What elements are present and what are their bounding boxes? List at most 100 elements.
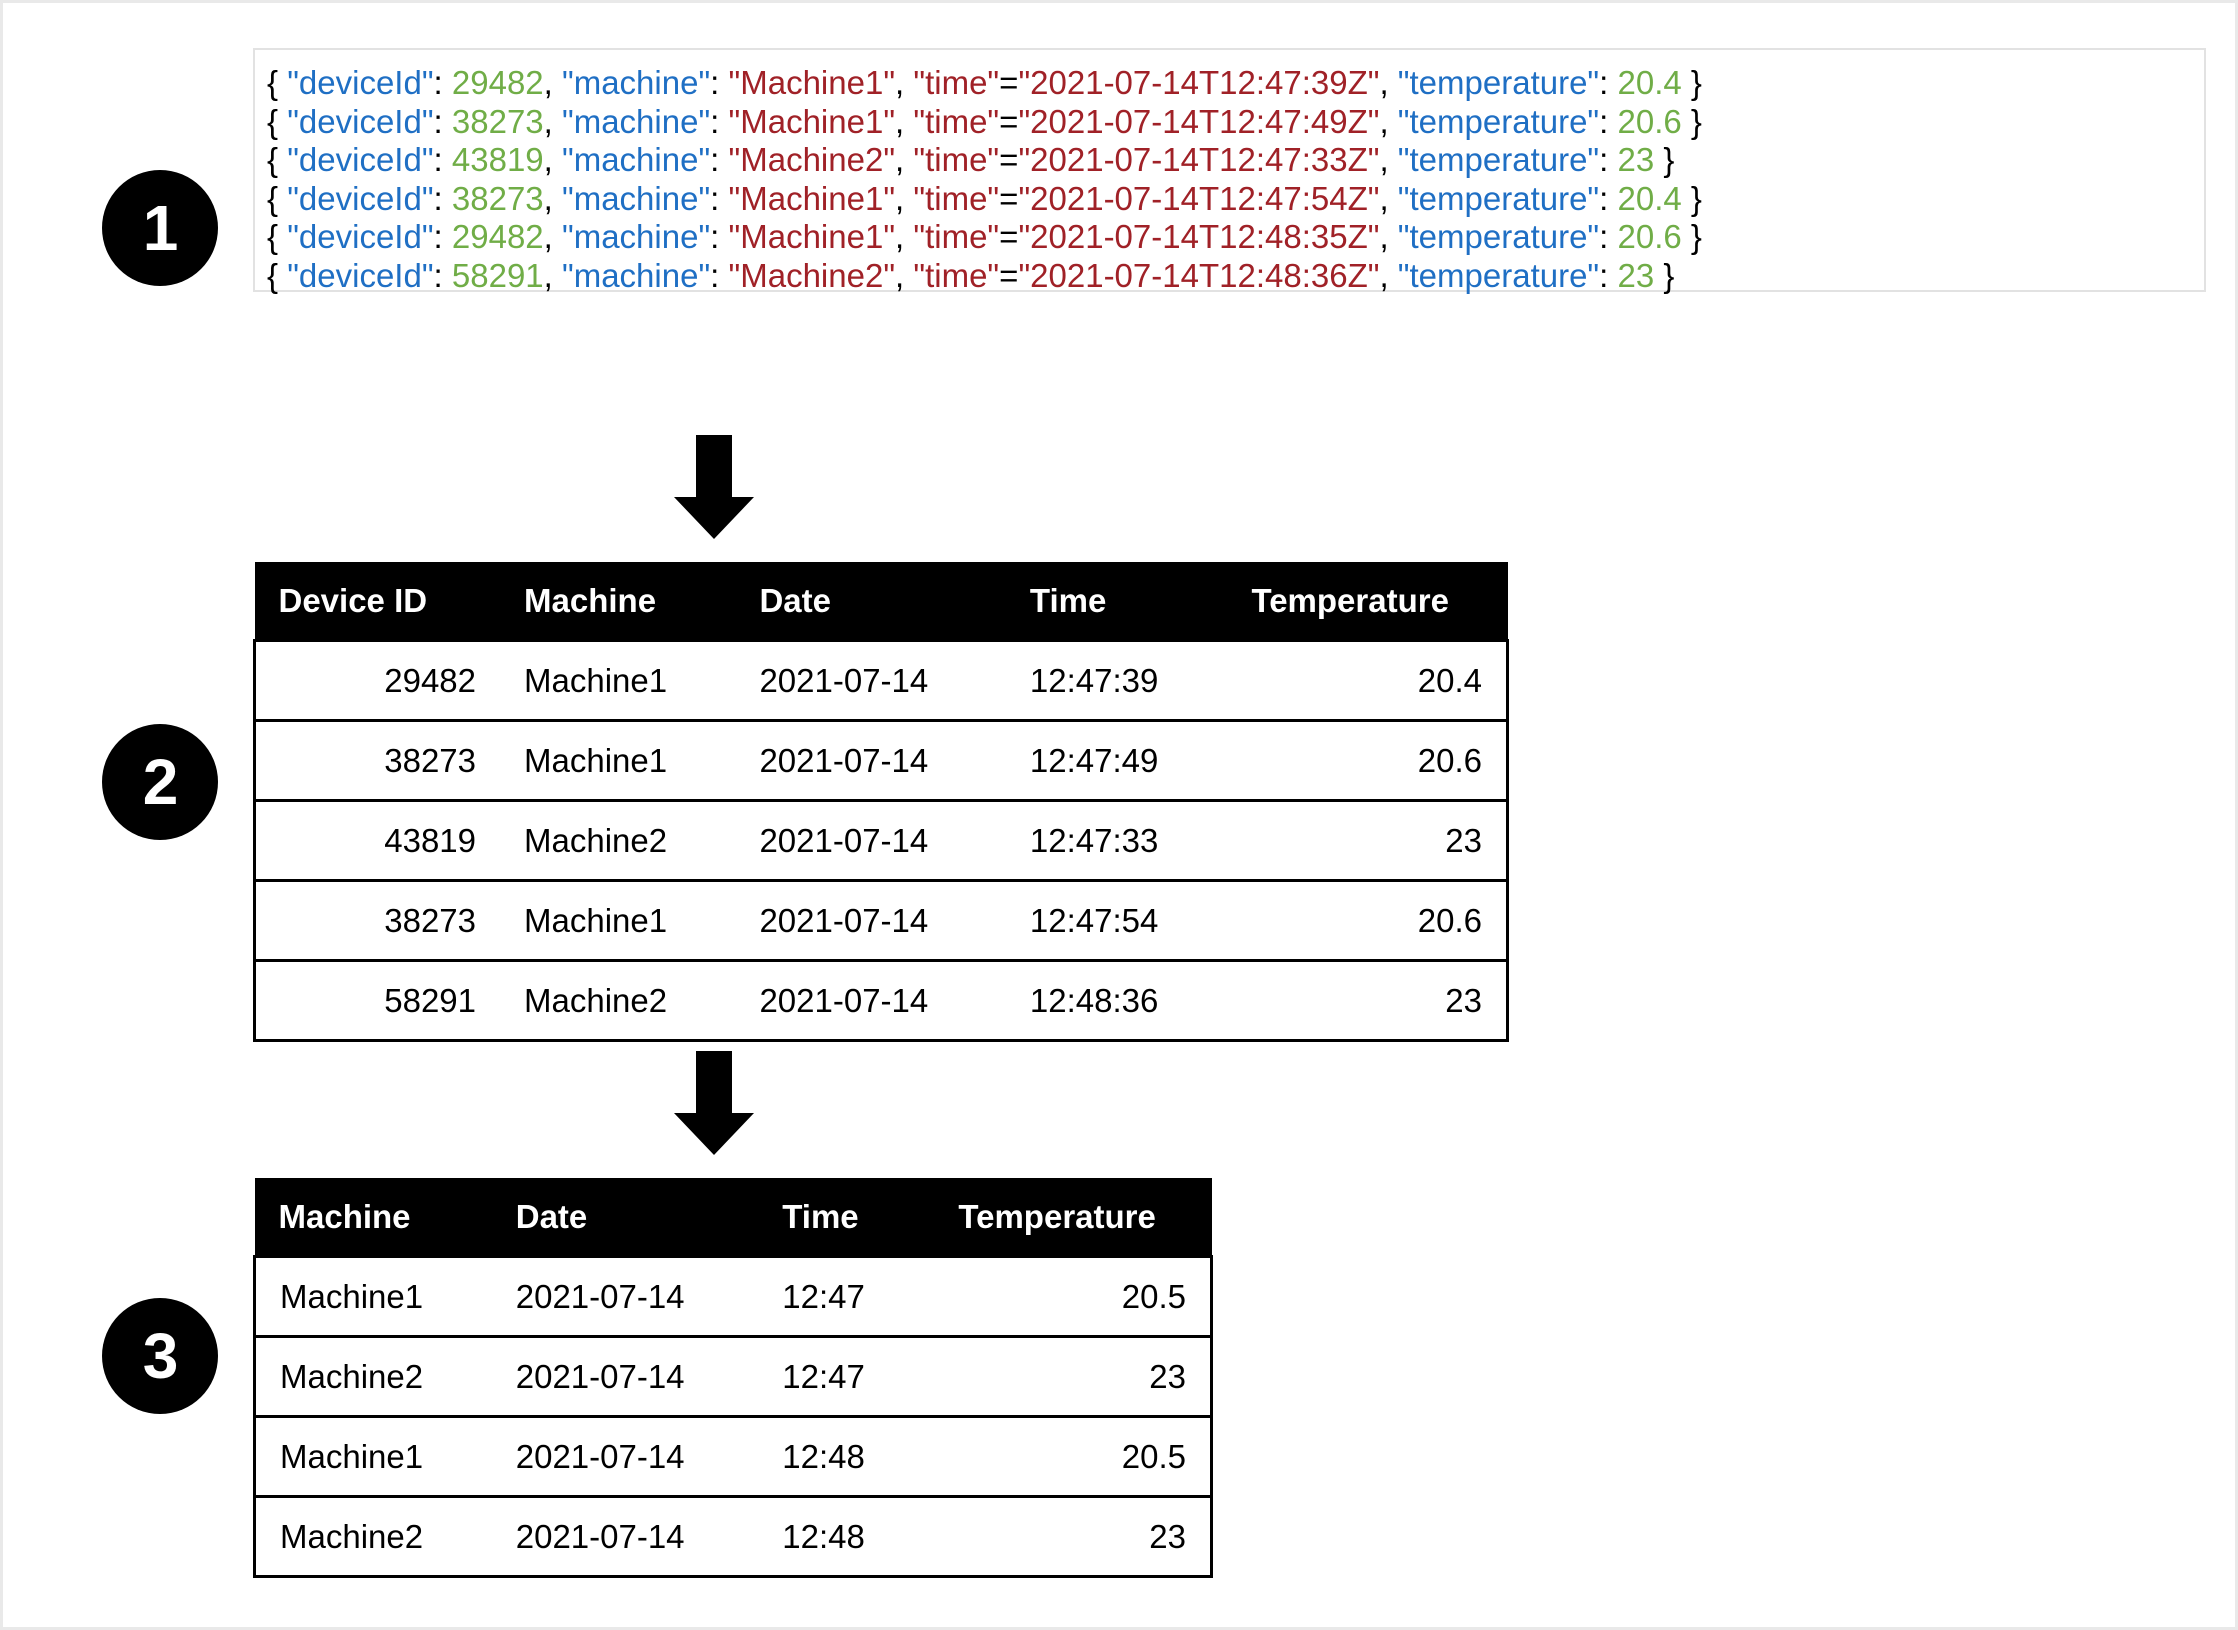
json-comma: , — [543, 256, 562, 294]
cell-date: 2021-07-14 — [735, 959, 1006, 1042]
cell-date: 2021-07-14 — [491, 1335, 759, 1418]
json-colon: : — [710, 141, 729, 178]
json-colon: : — [710, 256, 729, 294]
json-key-temperature: "temperature" — [1397, 256, 1600, 294]
json-open-brace: { — [267, 179, 288, 217]
table-row: 43819 Machine2 2021-07-14 12:47:33 23 — [253, 799, 1509, 882]
json-colon: : — [1599, 64, 1618, 101]
detail-table: Device ID Machine Date Time Temperature … — [253, 562, 1509, 1042]
cell-device-id: 38273 — [253, 719, 501, 802]
json-value-temperature: 20.6 — [1617, 102, 1682, 140]
json-key-machine: "machine" — [562, 218, 711, 255]
cell-time: 12:47 — [758, 1255, 935, 1338]
cell-time: 12:48 — [758, 1495, 935, 1578]
json-value-time: "2021-07-14T12:48:35Z" — [1018, 218, 1380, 255]
cell-machine: Machine1 — [252, 1415, 492, 1498]
aggregate-table: Machine Date Time Temperature Machine1 2… — [252, 1178, 1214, 1578]
cell-machine: Machine2 — [500, 799, 736, 882]
cell-date: 2021-07-14 — [491, 1495, 759, 1578]
json-close-brace: } — [1681, 102, 1702, 140]
json-key-deviceid: "deviceId" — [287, 218, 434, 255]
column-header-machine: Machine — [254, 1178, 492, 1257]
column-header-time: Time — [1005, 562, 1228, 641]
table-row: Machine1 2021-07-14 12:47 20.5 — [252, 1255, 1214, 1338]
column-header-date: Date — [735, 562, 1006, 641]
cell-date: 2021-07-14 — [735, 799, 1006, 882]
json-equals: = — [999, 102, 1019, 140]
cell-time: 12:47 — [758, 1335, 935, 1418]
cell-time: 12:47:33 — [1005, 799, 1228, 882]
json-comma: , — [543, 64, 562, 101]
cell-time: 12:47:54 — [1005, 879, 1228, 962]
table-row: 38273 Machine1 2021-07-14 12:47:49 20.6 — [253, 719, 1509, 802]
step-badge-2-label: 2 — [142, 746, 179, 818]
json-comma: , — [1379, 179, 1398, 217]
cell-device-id: 43819 — [253, 799, 501, 882]
json-value-temperature: 20.6 — [1617, 218, 1682, 255]
cell-machine: Machine2 — [252, 1335, 492, 1418]
json-record-line: { "deviceId": 38273, "machine": "Machine… — [267, 103, 2204, 142]
column-header-temperature: Temperature — [934, 1178, 1212, 1257]
table-row: Machine2 2021-07-14 12:48 23 — [252, 1495, 1214, 1578]
cell-time: 12:47:39 — [1005, 639, 1228, 722]
table-row: 29482 Machine1 2021-07-14 12:47:39 20.4 — [253, 639, 1509, 722]
json-key-deviceid: "deviceId" — [287, 141, 434, 178]
json-open-brace: { — [267, 218, 288, 255]
cell-temperature: 20.6 — [1227, 719, 1509, 802]
cell-temperature: 20.6 — [1227, 879, 1509, 962]
json-colon: : — [710, 179, 729, 217]
json-comma: , — [1379, 141, 1398, 178]
json-comma: , — [895, 179, 914, 217]
table-row: Machine2 2021-07-14 12:47 23 — [252, 1335, 1214, 1418]
json-value-deviceid: 43819 — [451, 141, 544, 178]
json-close-brace: } — [1681, 64, 1702, 101]
table-header-row: Device ID Machine Date Time Temperature — [254, 562, 1508, 641]
down-arrow-icon — [674, 435, 754, 539]
json-record-line: { "deviceId": 38273, "machine": "Machine… — [267, 180, 2204, 219]
cell-temperature: 20.4 — [1227, 639, 1509, 722]
table-row: 38273 Machine1 2021-07-14 12:47:54 20.6 — [253, 879, 1509, 962]
json-record-line: { "deviceId": 58291, "machine": "Machine… — [267, 257, 2204, 296]
json-equals: = — [999, 179, 1019, 217]
json-key-machine: "machine" — [562, 141, 711, 178]
json-comma: , — [895, 102, 914, 140]
json-key-time: "time" — [913, 218, 1000, 255]
json-key-time: "time" — [913, 64, 1000, 101]
json-key-machine: "machine" — [562, 179, 711, 217]
json-comma: , — [1379, 218, 1398, 255]
step-badge-2: 2 — [102, 724, 218, 840]
json-colon: : — [433, 256, 452, 294]
column-header-time: Time — [758, 1178, 935, 1257]
cell-machine: Machine2 — [252, 1495, 492, 1578]
json-value-time: "2021-07-14T12:47:49Z" — [1018, 102, 1380, 140]
json-colon: : — [1599, 102, 1618, 140]
step-badge-1: 1 — [102, 170, 218, 286]
json-colon: : — [1599, 141, 1618, 178]
json-close-brace: } — [1681, 179, 1702, 217]
json-key-machine: "machine" — [562, 64, 711, 101]
step-badge-3: 3 — [102, 1298, 218, 1414]
json-equals: = — [999, 64, 1019, 101]
cell-date: 2021-07-14 — [735, 639, 1006, 722]
json-key-temperature: "temperature" — [1397, 102, 1600, 140]
json-record-line: { "deviceId": 29482, "machine": "Machine… — [267, 64, 2204, 103]
json-value-machine: "Machine1" — [728, 102, 896, 140]
cell-machine: Machine1 — [500, 639, 736, 722]
step-badge-3-label: 3 — [142, 1320, 179, 1392]
json-comma: , — [895, 64, 914, 101]
table-row: 58291 Machine2 2021-07-14 12:48:36 23 — [253, 959, 1509, 1042]
json-close-brace: } — [1654, 141, 1675, 178]
cell-date: 2021-07-14 — [491, 1255, 759, 1338]
column-header-temperature: Temperature — [1227, 562, 1508, 641]
json-comma: , — [543, 141, 562, 178]
column-header-machine: Machine — [500, 562, 736, 641]
json-key-temperature: "temperature" — [1397, 64, 1600, 101]
cell-time: 12:47:49 — [1005, 719, 1228, 802]
json-comma: , — [1379, 64, 1398, 101]
json-key-time: "time" — [913, 256, 1000, 294]
json-value-deviceid: 29482 — [451, 218, 544, 255]
table-header-row: Machine Date Time Temperature — [254, 1178, 1212, 1257]
json-comma: , — [543, 218, 562, 255]
cell-temperature: 20.5 — [934, 1255, 1214, 1338]
